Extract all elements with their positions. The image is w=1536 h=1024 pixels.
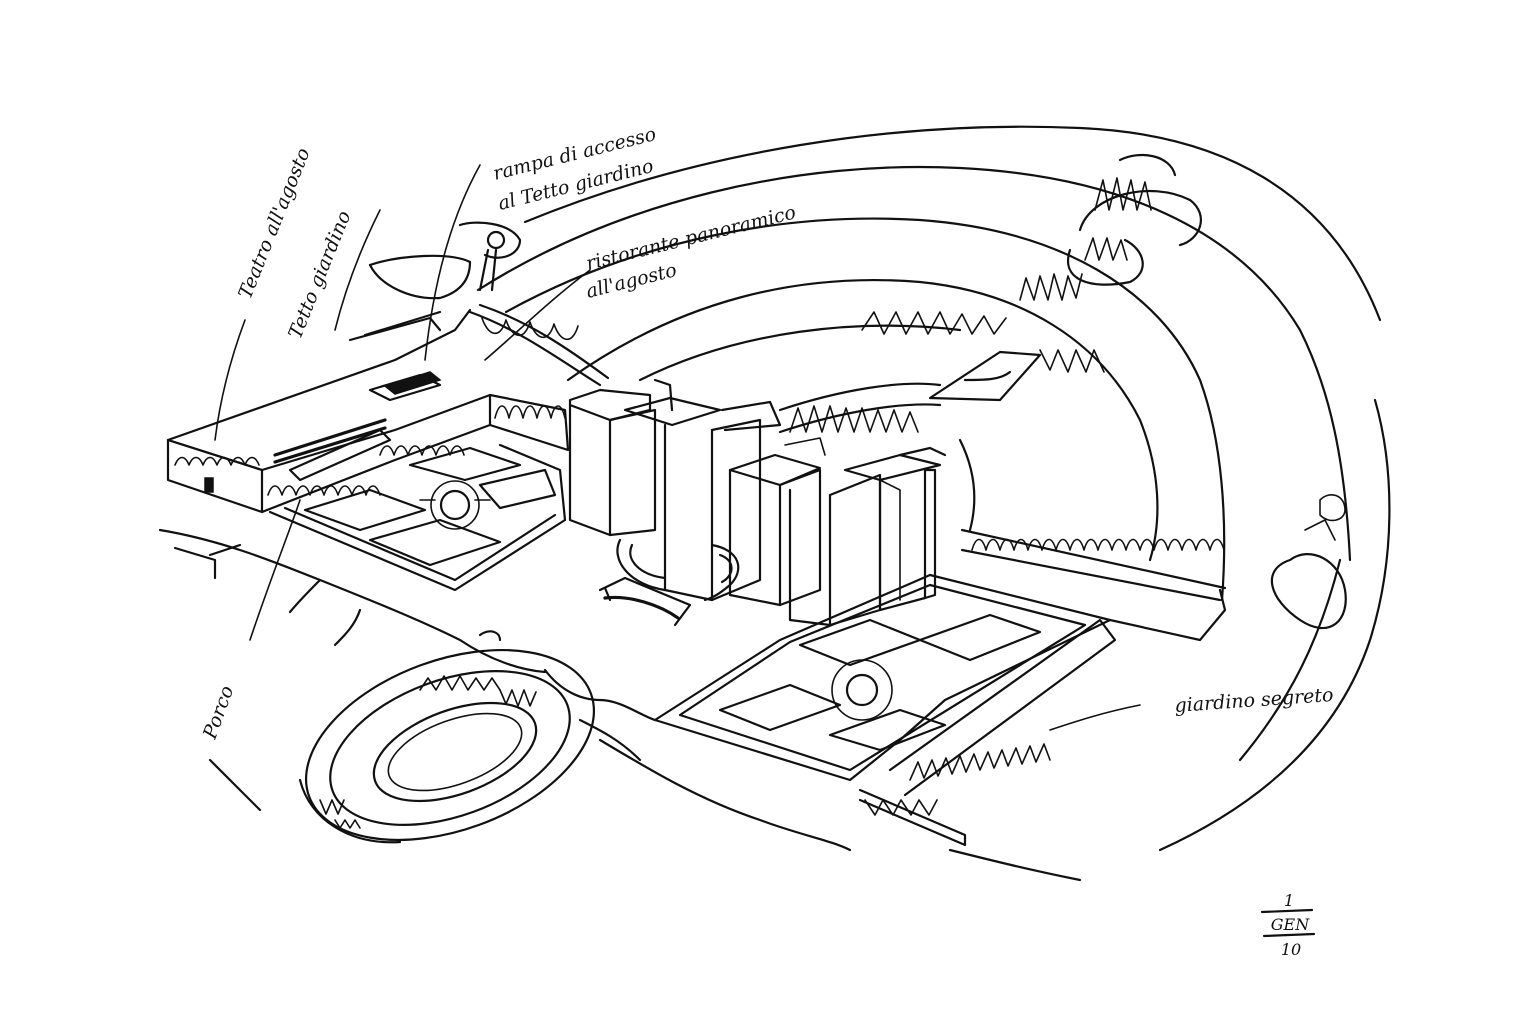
tree-right — [1270, 494, 1347, 630]
right-garden — [653, 573, 1227, 847]
annotation-teatro: Teatro all'agosto — [234, 145, 314, 302]
annotation-ristorante-1: ristorante panoramico — [584, 201, 798, 274]
date-year: 10 — [1281, 940, 1301, 959]
oval-amphitheatre — [298, 630, 596, 844]
central-towers — [568, 378, 947, 627]
left-garden — [268, 443, 567, 592]
date-month: GEN — [1271, 915, 1310, 934]
left-building — [166, 308, 570, 514]
annotation-tetto-giardino: Tetto giardino — [284, 208, 355, 342]
terrace-hedges — [468, 273, 1105, 387]
leader-lines — [214, 164, 1141, 731]
bowl-structure — [368, 221, 522, 300]
annotation-giardino-segreto: giardino segreto — [1174, 684, 1334, 717]
terrace-arcs — [476, 125, 1391, 852]
central-fountain — [598, 538, 740, 627]
central-colonnade — [778, 350, 1042, 434]
date-mark: 1 GEN 10 — [1260, 891, 1316, 959]
tree-cluster-top-right — [1067, 153, 1202, 286]
annotation-portico: Porco — [199, 683, 239, 743]
date-day: 1 — [1284, 891, 1294, 910]
right-arcade-bridge — [958, 438, 1227, 602]
site-paths — [158, 528, 1082, 882]
